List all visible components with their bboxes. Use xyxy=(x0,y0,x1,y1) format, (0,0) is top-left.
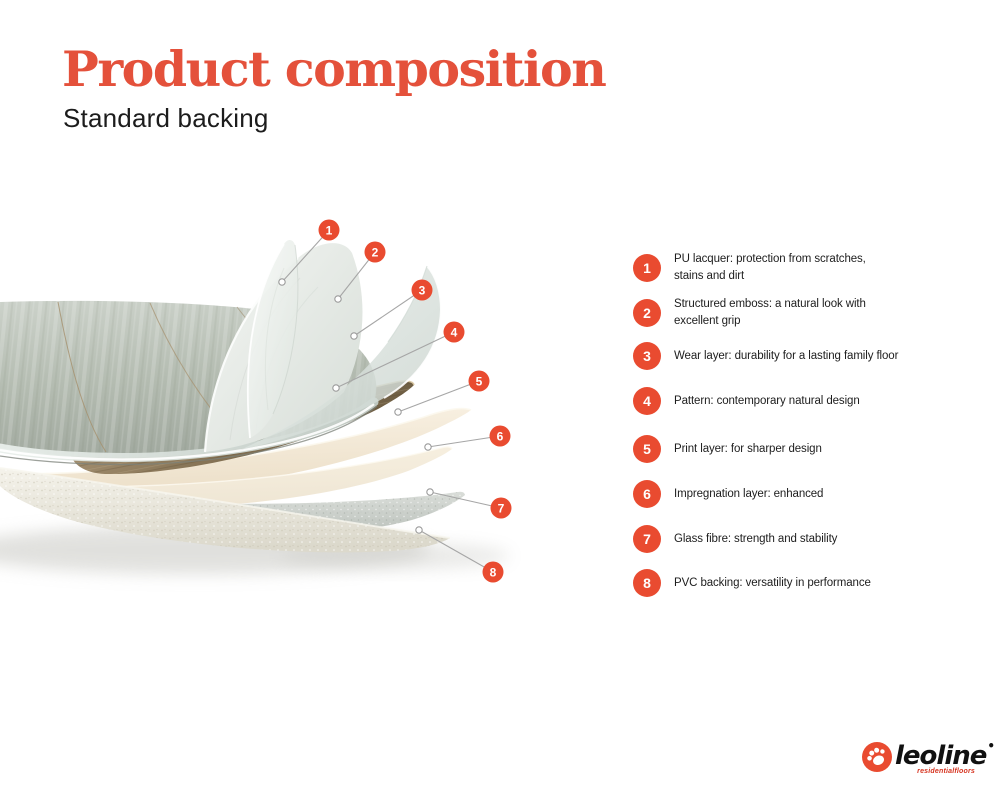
legend-badge: 7 xyxy=(633,525,661,553)
legend-item-pu-lacquer: 1 PU lacquer: protection from scratches,… xyxy=(633,251,959,284)
leader-lines xyxy=(278,229,502,573)
diagram-marker-6-num: 6 xyxy=(497,430,504,444)
diagram-marker-1: 1 xyxy=(318,219,340,241)
legend-item-text: Pattern: contemporary natural design xyxy=(674,394,860,407)
diagram-marker-5-num: 5 xyxy=(476,375,483,389)
diagram-marker-8-num: 8 xyxy=(490,566,497,580)
page-title: Product composition xyxy=(62,40,607,98)
diagram-marker-4: 4 xyxy=(443,321,465,343)
legend-item-text: Impregnation layer: enhanced xyxy=(674,487,824,500)
diagram-marker-4-num: 4 xyxy=(451,326,458,340)
diagram-marker-1-num: 1 xyxy=(326,224,333,238)
legend-item-wear-layer: 3 Wear layer: durability for a lasting f… xyxy=(633,342,959,370)
diagram-marker-2: 2 xyxy=(364,241,386,263)
legend-badge: 4 xyxy=(633,387,661,415)
legend-item-text: PVC backing: versatility in performance xyxy=(674,576,871,589)
page-subtitle: Standard backing xyxy=(63,103,269,133)
diagram-marker-7-num: 7 xyxy=(498,502,505,516)
legend-item-print-layer: 5 Print layer: for sharper design xyxy=(633,435,959,463)
diagram-marker-3-num: 3 xyxy=(419,284,426,298)
plank-seam xyxy=(57,301,107,453)
legend-item-text: Structured emboss: a natural look with e… xyxy=(674,298,866,327)
logo-trademark-dot: • xyxy=(987,739,996,753)
legend-item-pvc-backing: 8 PVC backing: versatility in performanc… xyxy=(633,569,959,597)
logo-tagline: residentialfloors xyxy=(917,768,975,775)
legend-item-pattern: 4 Pattern: contemporary natural design xyxy=(633,387,959,415)
paw-icon xyxy=(862,742,892,772)
legend-item-text: Wear layer: durability for a lasting fam… xyxy=(674,349,899,362)
legend-badge: 1 xyxy=(633,253,661,282)
legend-item-structured-emboss: 2 Structured emboss: a natural look with… xyxy=(633,296,959,329)
legend-badge: 8 xyxy=(633,569,661,597)
pvc-backing-layer xyxy=(0,467,451,553)
diagram-marker-6: 6 xyxy=(489,425,511,447)
logo-wordmark: leoline• xyxy=(895,739,996,771)
diagram-marker-3: 3 xyxy=(411,279,433,301)
legend-badge: 6 xyxy=(633,480,661,508)
legend-item-impregnation: 6 Impregnation layer: enhanced xyxy=(633,480,959,508)
brand-logo: leoline• residentialfloors xyxy=(862,739,995,779)
legend-item-text: PU lacquer: protection from scratches, s… xyxy=(674,253,866,282)
legend-item-text: Glass fibre: strength and stability xyxy=(674,532,838,545)
legend-item-text: Print layer: for sharper design xyxy=(674,442,822,455)
legend-item-glass-fibre: 7 Glass fibre: strength and stability xyxy=(633,525,959,553)
legend-badge: 3 xyxy=(633,342,661,370)
diagram-marker-5: 5 xyxy=(468,370,490,392)
diagram-marker-7: 7 xyxy=(490,497,512,519)
legend-badge: 5 xyxy=(633,435,661,463)
legend-badge: 2 xyxy=(633,298,661,327)
diagram-marker-8: 8 xyxy=(482,561,504,583)
diagram-marker-2-num: 2 xyxy=(372,246,379,260)
layers-diagram: 1 2 3 4 5 6 7 8 xyxy=(0,219,512,583)
